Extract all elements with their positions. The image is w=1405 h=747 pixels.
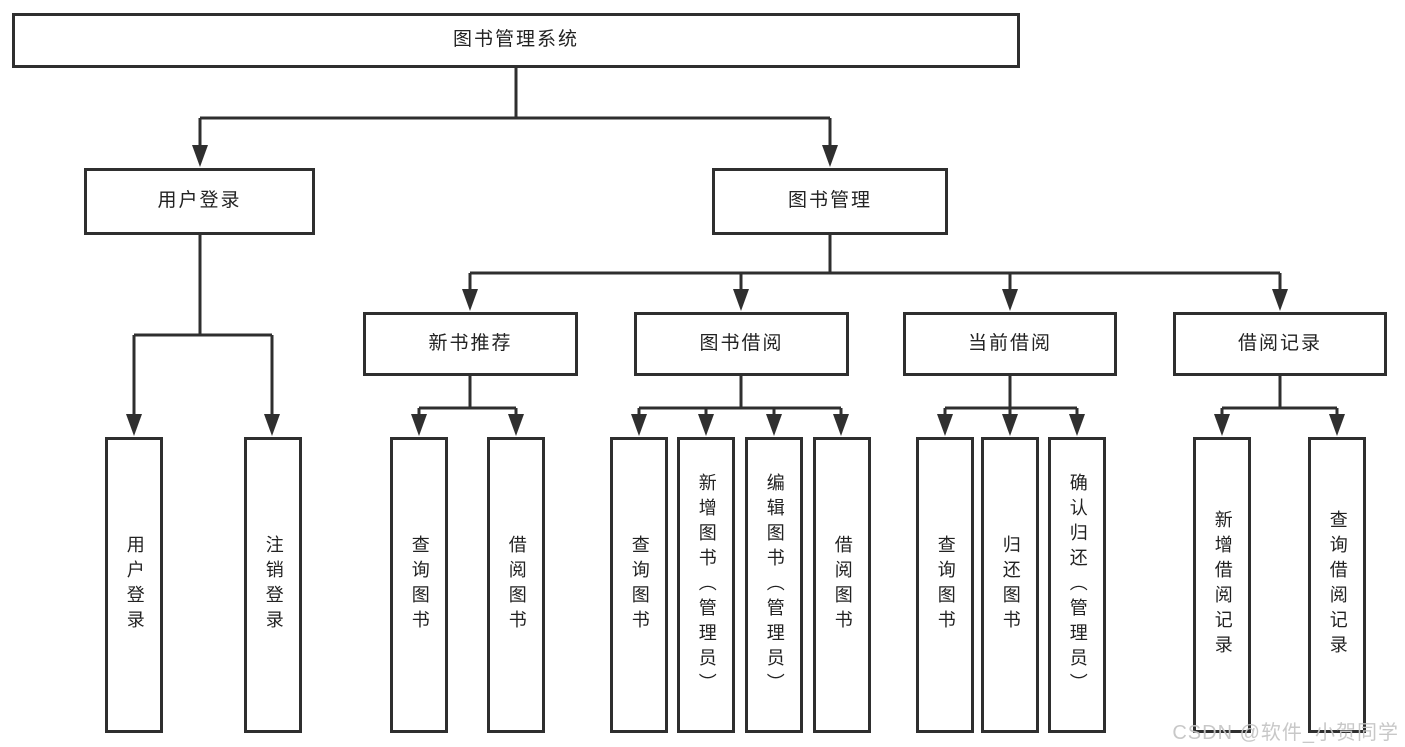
leaf-borrow-books-borrowing: 借阅图书 — [813, 437, 871, 733]
node-book-borrowing: 图书借阅 — [634, 312, 849, 376]
leaf-borrow-books-recommend: 借阅图书 — [487, 437, 545, 733]
leaf-query-borrow-record: 查询借阅记录 — [1308, 437, 1366, 733]
node-borrowing-records: 借阅记录 — [1173, 312, 1387, 376]
leaf-query-books-current: 查询图书 — [916, 437, 974, 733]
leaf-add-books-admin: 新增图书（管理员） — [677, 437, 735, 733]
leaf-edit-books-admin: 编辑图书（管理员） — [745, 437, 803, 733]
node-root-system: 图书管理系统 — [12, 13, 1020, 68]
csdn-watermark: CSDN @软件_小贺同学 — [1172, 722, 1399, 744]
node-book-management-module: 图书管理 — [712, 168, 948, 235]
arrowhead-group — [126, 145, 1345, 436]
leaf-query-books-borrowing: 查询图书 — [610, 437, 668, 733]
leaf-confirm-return-admin: 确认归还（管理员） — [1048, 437, 1106, 733]
leaf-query-books-recommend: 查询图书 — [390, 437, 448, 733]
node-new-book-recommend: 新书推荐 — [363, 312, 578, 376]
leaf-user-login: 用户登录 — [105, 437, 163, 733]
node-current-borrowing: 当前借阅 — [903, 312, 1117, 376]
leaf-add-borrow-record: 新增借阅记录 — [1193, 437, 1251, 733]
leaf-return-books: 归还图书 — [981, 437, 1039, 733]
leaf-logout: 注销登录 — [244, 437, 302, 733]
node-user-login-module: 用户登录 — [84, 168, 315, 235]
